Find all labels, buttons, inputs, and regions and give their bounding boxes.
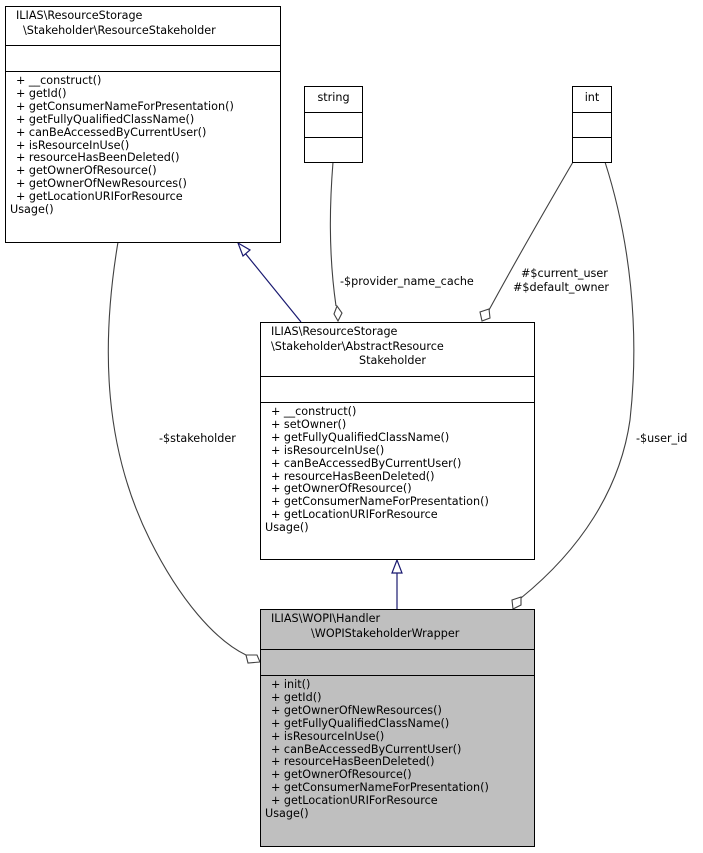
operation: + resourceHasBeenDeleted() [271,469,435,483]
operation: + getFullyQualifiedClassName() [271,430,450,444]
class-name-line: ILIAS\ResourceStorage [271,325,398,338]
class-name-line: \WOPIStakeholderWrapper [311,626,460,640]
class-attributes [573,113,611,138]
operation: + getOwnerOfResource() [16,164,157,178]
operation: + getConsumerNameForPresentation() [271,781,489,795]
operation: Usage() [265,521,309,535]
inheritance-arrowhead [236,241,252,258]
class-header: ILIAS\ResourceStorage \Stakeholder\Abstr… [261,323,534,377]
operation: + getId() [16,86,67,100]
class-name-line: \Stakeholder\AbstractResource [271,339,444,353]
operation: + getOwnerOfResource() [271,482,412,496]
operation: + getOwnerOfResource() [271,768,412,782]
aggregation-diamond [333,304,343,323]
operation: + setOwner() [271,417,347,431]
class-header: string [305,87,362,113]
edge-label-provider-name-cache: -$provider_name_cache [340,275,474,288]
class-name-line: ILIAS\ResourceStorage [16,9,143,22]
class-attributes [261,377,534,403]
association-edge-user-id [520,161,635,599]
inheritance-edge-abstract-to-interface [244,252,302,323]
operation: + resourceHasBeenDeleted() [271,755,435,769]
edge-label-current-user: #$current_user [521,267,608,280]
class-attributes [305,113,362,138]
class-operations [573,138,611,141]
class-name-line: \Stakeholder\ResourceStakeholder [23,23,216,37]
class-attributes [6,46,280,72]
operation: + isResourceInUse() [271,729,385,743]
operation: + canBeAccessedByCurrentUser() [271,456,462,470]
class-attributes [261,650,534,676]
operation: + getConsumerNameForPresentation() [16,99,234,113]
association-edge-stakeholder [107,241,247,656]
operation: + __construct() [16,74,102,87]
class-abstract-resource-stakeholder[interactable]: ILIAS\ResourceStorage \Stakeholder\Abstr… [260,322,535,560]
class-header: int [573,87,611,113]
operation: + getLocationURIForResource [271,508,438,522]
operation: + canBeAccessedByCurrentUser() [16,125,207,139]
inheritance-arrowhead [391,558,403,574]
class-wopi-stakeholder-wrapper[interactable]: ILIAS\WOPI\Handler \WOPIStakeholderWrapp… [260,609,535,847]
class-operations [305,138,362,141]
aggregation-diamond [479,308,491,322]
aggregation-diamond [511,596,522,610]
operation: + getLocationURIForResource [16,190,183,204]
operation: + isResourceInUse() [16,138,130,152]
operation: + getFullyQualifiedClassName() [271,716,450,730]
operation: + getId() [271,690,322,704]
operation: + getOwnerOfNewResources() [16,177,187,191]
operation: Usage() [10,203,54,217]
class-name-line: string [317,91,350,104]
class-string[interactable]: string [304,86,363,163]
operation: + __construct() [271,405,357,418]
edge-label-user-id: -$user_id [636,432,688,445]
operation: + getFullyQualifiedClassName() [16,112,195,126]
operation: + getConsumerNameForPresentation() [271,495,489,509]
class-operations: + __construct() + setOwner() + getFullyQ… [261,403,534,535]
operation: + resourceHasBeenDeleted() [16,151,180,165]
class-name-line: ILIAS\WOPI\Handler [271,612,381,625]
operation: + init() [271,678,311,691]
aggregation-diamond [245,654,261,664]
edge-label-stakeholder: -$stakeholder [159,432,236,445]
operation: + canBeAccessedByCurrentUser() [271,742,462,756]
class-int[interactable]: int [572,86,612,163]
association-edge-provider-name-cache [329,161,337,307]
operation: + isResourceInUse() [271,443,385,457]
class-name-line: Stakeholder [359,354,426,367]
operation: + getOwnerOfNewResources() [271,703,442,717]
edge-label-default-owner: #$default_owner [513,281,610,294]
class-operations: + init() + getId() + getOwnerOfNewResour… [261,676,534,821]
class-name-line: int [584,91,600,104]
class-header: ILIAS\ResourceStorage \Stakeholder\Resou… [6,7,280,46]
class-header: ILIAS\WOPI\Handler \WOPIStakeholderWrapp… [261,610,534,650]
operation: + getLocationURIForResource [271,794,438,808]
association-edge-current-user-default-owner [488,161,574,311]
operation: Usage() [265,807,309,821]
class-operations: + __construct() + getId() + getConsumerN… [6,72,280,217]
class-resource-stakeholder[interactable]: ILIAS\ResourceStorage \Stakeholder\Resou… [5,6,281,243]
